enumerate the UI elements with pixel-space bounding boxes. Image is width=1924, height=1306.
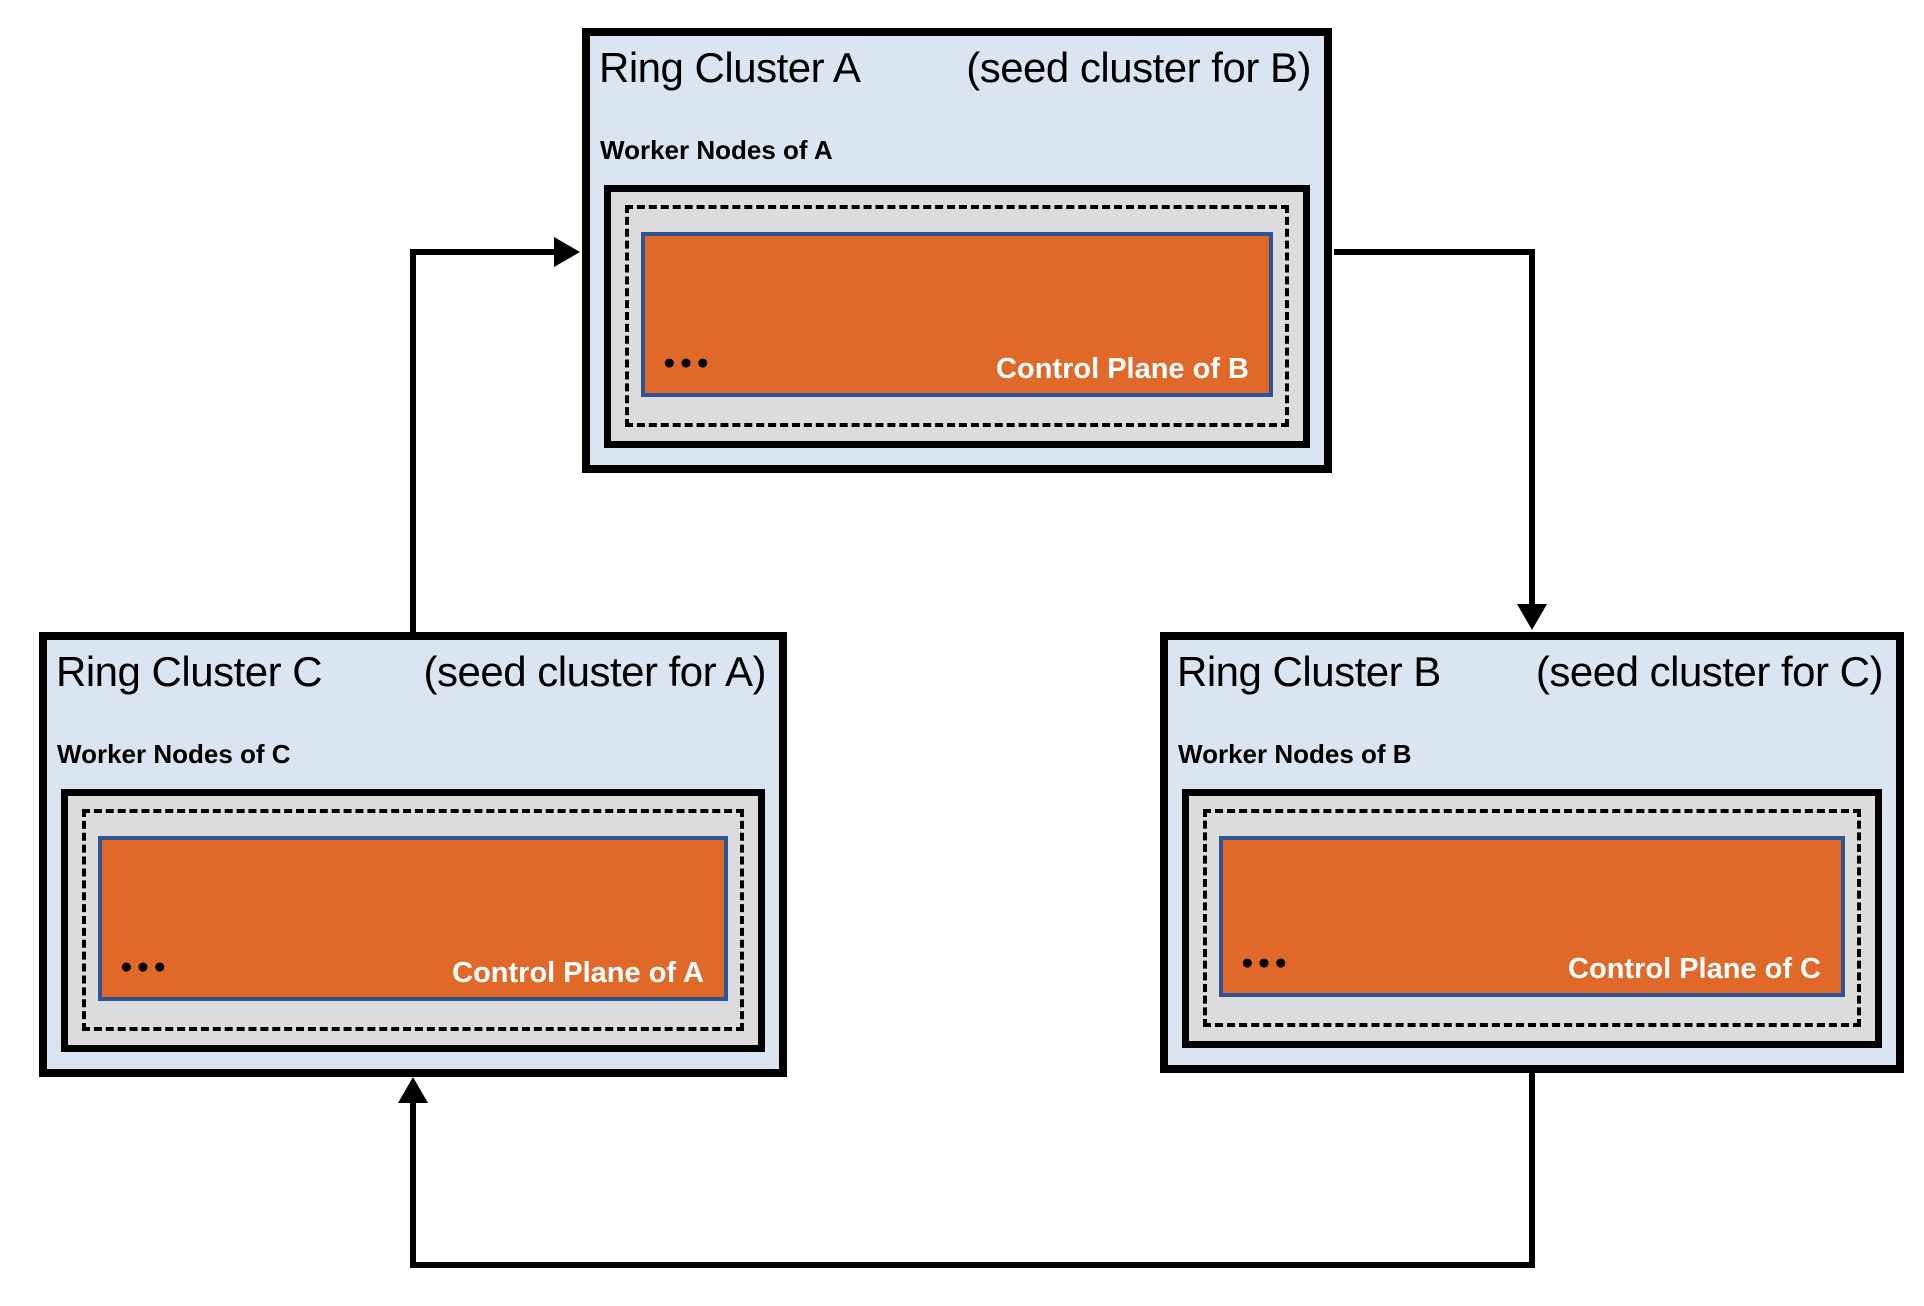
arrowhead-right-icon — [554, 237, 580, 267]
control-plane-box: ●●● Control Plane of A — [98, 836, 728, 1001]
arrow-a-to-b — [1334, 249, 1547, 630]
seed-cluster-note: (seed cluster for B) — [966, 44, 1311, 91]
dashed-boundary-box: ●●● Control Plane of C — [1203, 809, 1861, 1027]
ellipsis-dots: ●●● — [1241, 951, 1292, 974]
cluster-title-row: Ring Cluster A (seed cluster for B) — [599, 42, 1311, 95]
cluster-box-ring-b: Ring Cluster B (seed cluster for C) Work… — [1160, 632, 1904, 1073]
ellipsis-dots: ●●● — [120, 955, 171, 978]
worker-nodes-box: ●●● Control Plane of A — [61, 789, 765, 1052]
arrowhead-up-icon — [398, 1077, 428, 1103]
cluster-title-row: Ring Cluster C (seed cluster for A) — [56, 646, 767, 699]
cluster-title-row: Ring Cluster B (seed cluster for C) — [1177, 646, 1884, 699]
worker-nodes-box: ●●● Control Plane of B — [604, 185, 1310, 448]
arrow-c-to-a — [410, 237, 580, 634]
cluster-box-ring-a: Ring Cluster A (seed cluster for B) Work… — [582, 28, 1332, 473]
cluster-title: Ring Cluster B — [1177, 648, 1441, 695]
worker-nodes-box: ●●● Control Plane of C — [1182, 789, 1882, 1048]
worker-nodes-label: Worker Nodes of B — [1178, 739, 1412, 769]
cluster-box-ring-c: Ring Cluster C (seed cluster for A) Work… — [39, 632, 787, 1077]
control-plane-label: Control Plane of A — [452, 957, 704, 990]
cluster-title: Ring Cluster A — [599, 44, 861, 91]
control-plane-box: ●●● Control Plane of B — [641, 232, 1273, 397]
worker-nodes-label: Worker Nodes of A — [600, 135, 833, 165]
dashed-boundary-box: ●●● Control Plane of A — [82, 809, 744, 1031]
seed-cluster-note: (seed cluster for A) — [423, 648, 767, 695]
worker-nodes-label: Worker Nodes of C — [57, 739, 291, 769]
arrow-b-to-c — [398, 1071, 1535, 1268]
ellipsis-dots: ●●● — [663, 351, 714, 374]
dashed-boundary-box: ●●● Control Plane of B — [625, 205, 1289, 427]
control-plane-label: Control Plane of B — [996, 353, 1249, 386]
control-plane-label: Control Plane of C — [1568, 953, 1821, 986]
cluster-title: Ring Cluster C — [56, 648, 323, 695]
control-plane-box: ●●● Control Plane of C — [1219, 836, 1845, 997]
arrowhead-down-icon — [1517, 604, 1547, 630]
seed-cluster-note: (seed cluster for C) — [1535, 648, 1884, 695]
